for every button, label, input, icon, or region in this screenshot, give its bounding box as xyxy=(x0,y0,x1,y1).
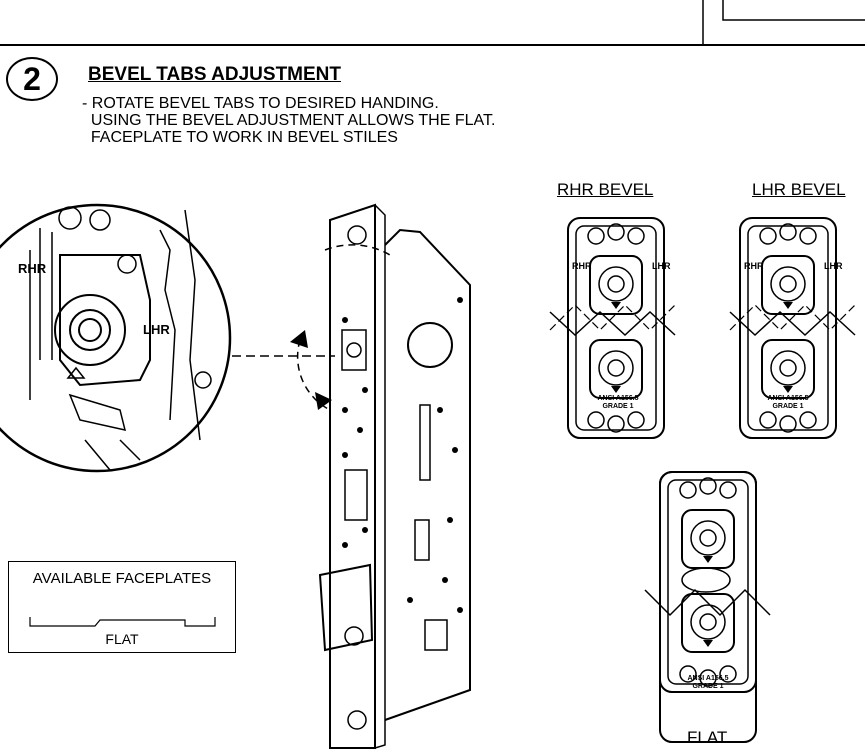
step-title: BEVEL TABS ADJUSTMENT xyxy=(88,64,342,85)
grade-line: GRADE 1 xyxy=(692,683,724,690)
detail-lhr-marking: LHR xyxy=(143,322,170,337)
rhr-marking: RHR xyxy=(744,261,764,271)
lhr-bevel-plate xyxy=(729,217,856,439)
flat-label: FLAT xyxy=(687,728,728,747)
lhr-marking: LHR xyxy=(824,261,843,271)
instruction-line: FACEPLATE TO WORK IN BEVEL STILES xyxy=(82,129,398,146)
lhr-bevel-label: LHR BEVEL xyxy=(752,180,846,199)
flat-profile-icon xyxy=(29,617,216,627)
instructions: - ROTATE BEVEL TABS TO DESIRED HANDING. … xyxy=(82,95,495,146)
flat-plate xyxy=(644,471,771,743)
rhr-bevel-plate xyxy=(549,217,676,439)
detail-rhr-marking: RHR xyxy=(18,261,47,276)
grade-marking: ANSI A156.5 GRADE 1 xyxy=(586,395,650,411)
magnified-detail-view xyxy=(0,203,232,473)
mortise-lock-body xyxy=(290,203,471,749)
instruction-line: - ROTATE BEVEL TABS TO DESIRED HANDING. xyxy=(82,95,439,112)
grade-line: ANSI A156.5 xyxy=(597,395,639,402)
instruction-line: USING THE BEVEL ADJUSTMENT ALLOWS THE FL… xyxy=(82,112,496,129)
available-faceplates-box: AVAILABLE FACEPLATES FLAT xyxy=(8,561,236,653)
grade-line: ANSI A156.5 xyxy=(687,675,729,682)
faceplates-box-title: AVAILABLE FACEPLATES xyxy=(32,570,212,587)
grade-line: GRADE 1 xyxy=(602,403,634,410)
rhr-bevel-label: RHR BEVEL xyxy=(557,180,654,199)
grade-line: ANSI A156.5 xyxy=(767,395,809,402)
grade-marking: ANSI A156.5 GRADE 1 xyxy=(756,395,820,411)
faceplates-box-option: FLAT xyxy=(105,631,139,647)
step-number: 2 xyxy=(6,57,58,101)
grade-marking: ANSI A156.5 GRADE 1 xyxy=(676,675,740,691)
rhr-marking: RHR xyxy=(572,261,592,271)
lhr-marking: LHR xyxy=(652,261,671,271)
grade-line: GRADE 1 xyxy=(772,403,804,410)
